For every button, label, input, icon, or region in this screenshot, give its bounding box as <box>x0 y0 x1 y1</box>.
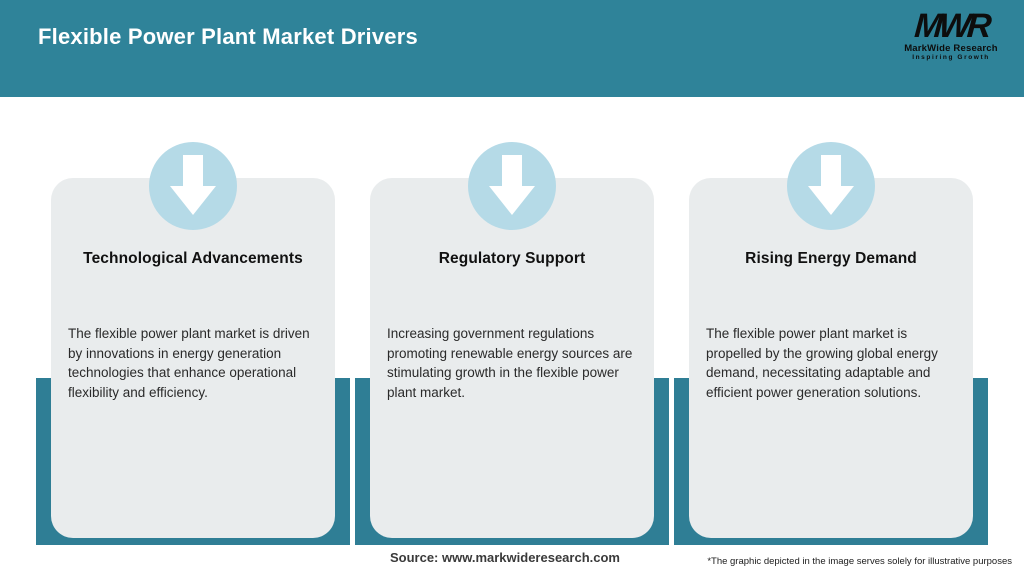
card-title: Regulatory Support <box>438 250 586 267</box>
logo-tagline: Inspiring Growth <box>912 54 990 62</box>
source-text: Source: www.markwideresearch.com <box>389 550 620 565</box>
card-title: Technological Advancements <box>83 250 303 267</box>
card-title: Rising Energy Demand <box>745 250 917 267</box>
header-bar: Flexible Power Plant Market Drivers MWR … <box>0 0 1024 97</box>
page-title: Flexible Power Plant Market Drivers <box>38 24 418 49</box>
logo-name: MarkWide Research <box>904 42 998 54</box>
driver-card-rising-energy-demand: Rising Energy Demand The flexible power … <box>674 142 988 545</box>
card-description: Increasing government regulations promot… <box>387 326 633 400</box>
card-description: The flexible power plant market is drive… <box>68 326 310 400</box>
card-body: Regulatory Support Increasing government… <box>370 142 654 538</box>
card-description: The flexible power plant market is prope… <box>706 326 938 400</box>
markwide-research-logo: MWR MarkWide Research Inspiring Growth <box>896 7 1006 62</box>
card-body: Technological Advancements The flexible … <box>51 142 335 538</box>
down-arrow-icon <box>149 142 237 230</box>
driver-card-technological-advancements: Technological Advancements The flexible … <box>36 142 350 545</box>
down-arrow-icon <box>787 142 875 230</box>
logo-monogram: MWR <box>913 7 989 45</box>
driver-card-regulatory-support: Regulatory Support Increasing government… <box>355 142 669 545</box>
down-arrow-icon <box>468 142 556 230</box>
disclaimer-text: *The graphic depicted in the image serve… <box>707 556 1012 567</box>
card-body: Rising Energy Demand The flexible power … <box>689 142 973 538</box>
drivers-row: Technological Advancements The flexible … <box>36 142 988 545</box>
